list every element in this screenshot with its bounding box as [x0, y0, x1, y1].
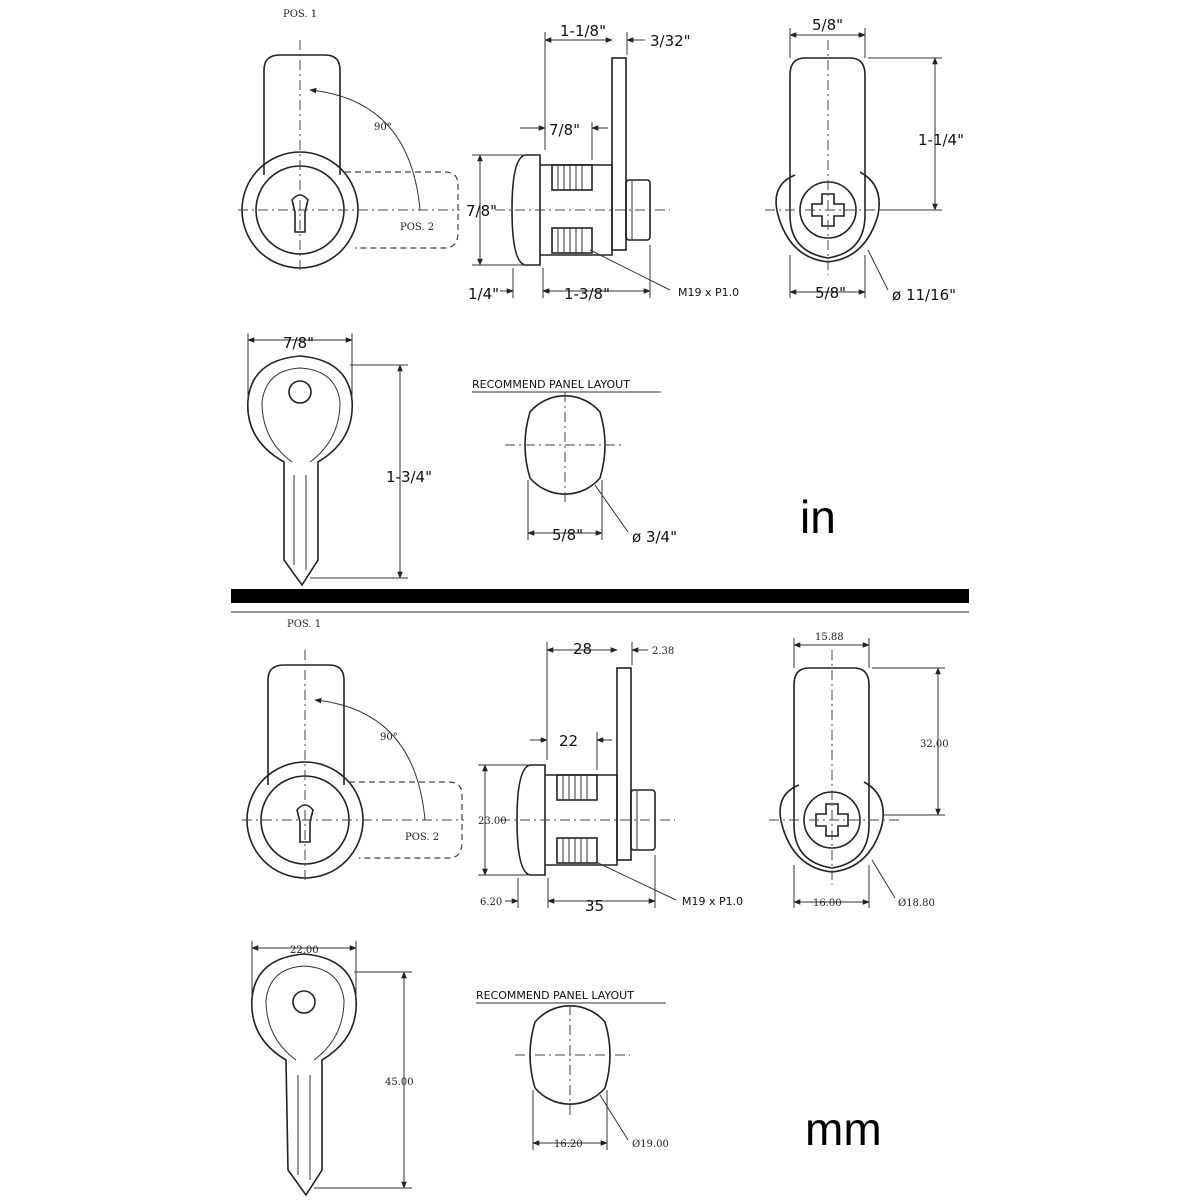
inch-section: POS. 1 90° POS. 2	[238, 9, 964, 587]
angle-label: 90°	[374, 122, 392, 133]
panel-flat-label: 16.20	[554, 1139, 583, 1150]
cam-thickness-label: 2.38	[652, 646, 674, 657]
phillips-cross-icon	[815, 803, 849, 837]
cam-outline	[263, 54, 341, 175]
cam-outline	[267, 664, 345, 785]
side-view-mm: 28 2.38 22 23.00 6.20 35 M19 x P1.0	[478, 640, 743, 915]
panel-cutout	[529, 1005, 611, 1105]
thread-spec-label: M19 x P1.0	[682, 895, 743, 908]
keyway-icon	[296, 804, 314, 843]
head-diameter-label: 7/8"	[466, 202, 497, 220]
pos2-cam-outline	[345, 171, 459, 249]
body-diameter-label: Ø18.80	[898, 898, 935, 909]
panel-title: RECOMMEND PANEL LAYOUT	[476, 989, 634, 1002]
cam-thickness-label: 3/32"	[650, 32, 691, 50]
key-outline	[251, 953, 357, 1197]
cam-plate	[616, 667, 632, 861]
cam-width-label: 15.88	[815, 632, 844, 643]
key-width-label: 7/8"	[283, 334, 314, 352]
panel-cutout	[524, 395, 606, 495]
overall-length-label: 1-1/8"	[560, 22, 606, 40]
unit-label-mm: mm	[805, 1103, 882, 1155]
rotation-arc	[314, 697, 426, 821]
head-length-label: 1/4"	[468, 285, 499, 303]
key-hole	[292, 990, 316, 1014]
key-length-label: 45.00	[385, 1077, 414, 1088]
front-view-inch: POS. 1 90° POS. 2	[238, 9, 460, 270]
overall-length-label: 28	[573, 640, 592, 658]
thread-upper	[551, 164, 593, 191]
key-length-label: 1-3/4"	[386, 468, 432, 486]
pos2-cam-outline	[349, 781, 463, 859]
panel-flat-label: 5/8"	[552, 526, 583, 544]
cam-rear-outline	[793, 667, 870, 869]
lock-head	[516, 764, 546, 876]
pos1-label: POS. 1	[287, 619, 321, 630]
key-view-inch: 7/8" 1-3/4"	[247, 333, 432, 587]
pos1-label: POS. 1	[283, 9, 317, 20]
head-length-label: 6.20	[480, 897, 502, 908]
body-length-label: 35	[585, 897, 604, 915]
panel-diameter-label: Ø19.00	[632, 1139, 669, 1150]
key-view-mm: 22.00 45.00	[251, 941, 414, 1197]
thread-length-label: 7/8"	[549, 121, 580, 139]
thread-spec-label: M19 x P1.0	[678, 286, 739, 299]
body-width-label: 5/8"	[815, 284, 846, 302]
thread-upper	[556, 774, 598, 801]
mm-section: POS. 1 90° POS. 2	[242, 619, 949, 1197]
front-view-mm: POS. 1 90° POS. 2	[242, 619, 464, 880]
key-bow-inner	[265, 965, 345, 1061]
panel-title: RECOMMEND PANEL LAYOUT	[472, 378, 630, 391]
rotation-arc	[309, 87, 421, 211]
rear-view-mm: 15.88 32.00 16.00 Ø18.80	[769, 632, 949, 909]
panel-layout-inch: RECOMMEND PANEL LAYOUT 5/8" ø 3/4"	[472, 378, 677, 546]
cam-rear-outline	[789, 57, 866, 259]
body-width-label: 16.00	[813, 898, 842, 909]
body-diameter-label: ø 11/16"	[892, 286, 956, 304]
section-divider	[231, 589, 969, 603]
cam-plate	[611, 57, 627, 251]
key-bow-inner	[261, 367, 341, 463]
unit-label-inch: in	[800, 491, 836, 543]
head-diameter-label: 23.00	[478, 816, 507, 827]
angle-label: 90°	[380, 732, 398, 743]
key-outline	[247, 355, 353, 587]
rear-view-inch: 5/8" 1-1/4" 5/8" ø 11/16"	[765, 16, 964, 304]
cam-width-label: 5/8"	[812, 16, 843, 34]
cam-length-label: 32.00	[920, 739, 949, 750]
cam-length-label: 1-1/4"	[918, 131, 964, 149]
keyway-icon	[291, 194, 309, 233]
panel-layout-mm: RECOMMEND PANEL LAYOUT 16.20 Ø19.00	[476, 989, 669, 1150]
thread-lower	[551, 227, 593, 254]
thread-length-label: 22	[559, 732, 578, 750]
lock-head	[511, 154, 541, 266]
key-width-label: 22.00	[290, 945, 319, 956]
phillips-cross-icon	[811, 193, 845, 227]
thread-lower	[556, 837, 598, 864]
body-length-label: 1-3/8"	[564, 285, 610, 303]
pos2-label: POS. 2	[400, 222, 434, 233]
key-hole	[288, 380, 312, 404]
side-view-inch: 1-1/8" 3/32" 7/8" 7/8" 1/4" 1-3/8" M19 x…	[466, 22, 739, 303]
panel-diameter-label: ø 3/4"	[632, 528, 677, 546]
pos2-label: POS. 2	[405, 832, 439, 843]
